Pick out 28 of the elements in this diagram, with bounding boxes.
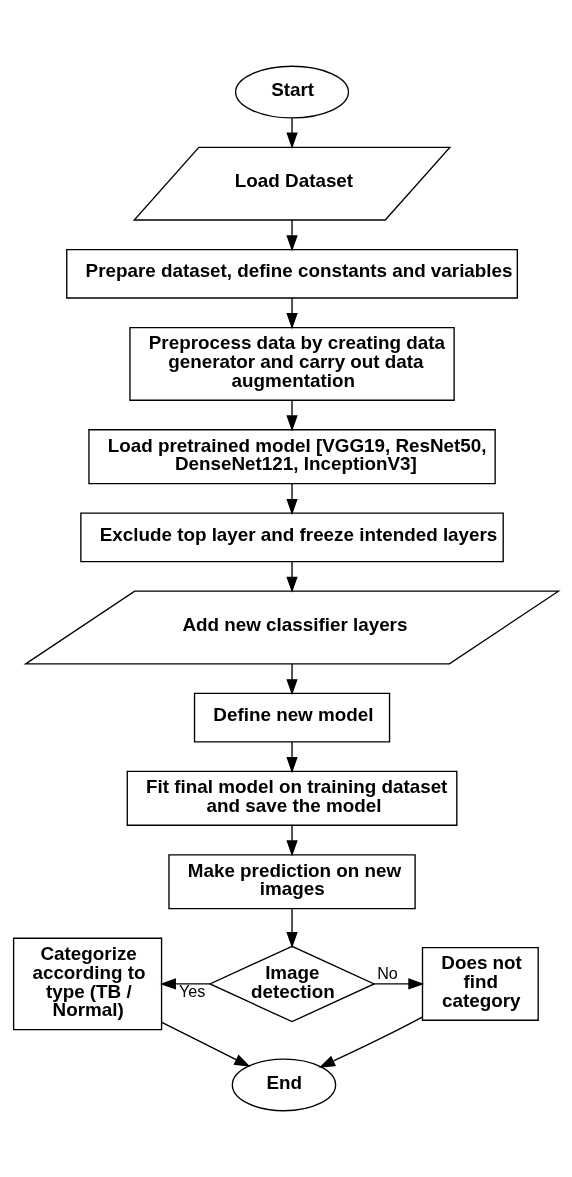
arrow — [286, 219, 298, 252]
arrow — [286, 399, 298, 432]
node-ellipse: End — [231, 1058, 337, 1112]
arrow — [286, 663, 298, 696]
arrow — [286, 483, 298, 516]
edge-label: Yes — [179, 981, 206, 1000]
arrow — [286, 741, 298, 774]
node-ellipse: Start — [234, 65, 350, 119]
node-box: Fit final model on training dataset and save the model — [126, 770, 458, 826]
arrow — [161, 1021, 251, 1067]
node-box: Prepare dataset, define constants and variables — [66, 248, 518, 299]
node-box: Make prediction on new images — [168, 854, 416, 910]
node-box: Load pretrained model [VGG19, ResNet50, DenseNet121, InceptionV3] — [88, 429, 496, 485]
arrow — [373, 978, 425, 990]
edge-label: No — [377, 964, 398, 983]
arrow — [159, 978, 211, 990]
arrow — [286, 824, 298, 857]
node-box: Preprocess data by creating data generator and carry out data augmentation — [129, 326, 455, 401]
node-box: Categorize according to type (TB / Normal) — [12, 937, 163, 1031]
arrow — [286, 297, 298, 330]
arrow — [286, 561, 298, 593]
node-box: Does not find category — [421, 946, 539, 1021]
node-box: Exclude top layer and freeze intended layers — [80, 512, 504, 563]
node-diamond: Image detection — [208, 945, 376, 1023]
node-box: Define new model — [193, 692, 391, 743]
arrow — [286, 117, 298, 149]
arrow — [318, 1016, 423, 1068]
arrow — [286, 908, 298, 949]
